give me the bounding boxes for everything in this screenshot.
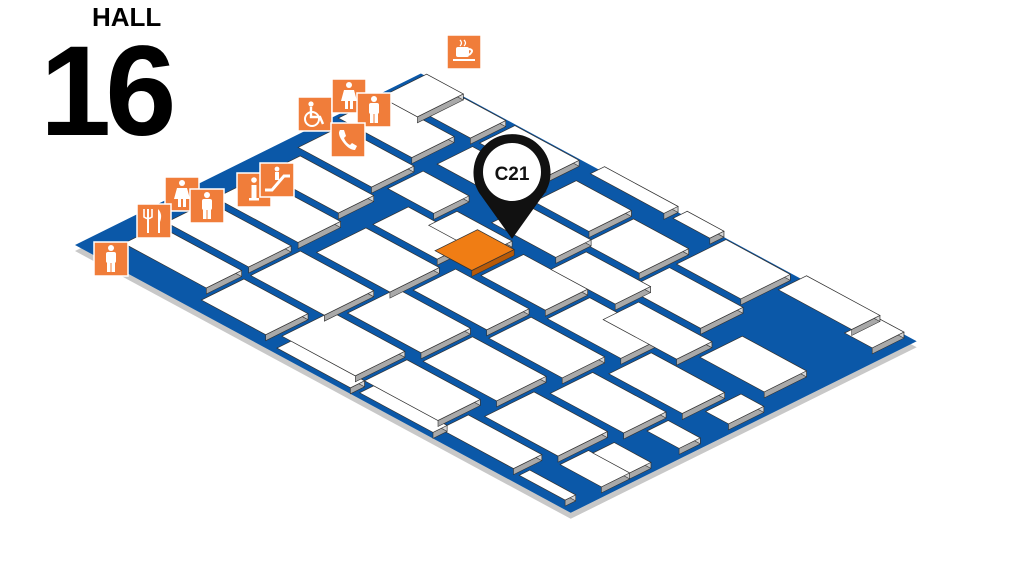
booth[interactable] [626,267,744,335]
booth[interactable] [533,180,633,238]
booth[interactable] [480,253,589,317]
booth[interactable] [439,414,543,476]
booth[interactable] [608,352,726,420]
booth[interactable] [583,218,690,280]
booth[interactable] [672,210,725,245]
booth[interactable] [675,239,792,306]
booth[interactable] [422,336,547,408]
booth[interactable] [358,385,448,439]
booth[interactable] [488,316,606,385]
booth[interactable] [602,301,713,366]
booth[interactable] [483,391,609,463]
marker-booth-label: C21 [495,164,530,185]
telephone-icon[interactable] [330,122,366,158]
escalator-icon[interactable] [259,162,295,198]
booth[interactable] [550,251,652,311]
booth[interactable] [379,73,465,124]
hall-number: 16 [40,20,176,163]
booth[interactable] [412,268,530,337]
mens-restroom-icon[interactable] [356,92,392,128]
booth[interactable] [276,340,366,395]
booth[interactable] [363,359,482,427]
wheelchair-icon[interactable] [297,96,333,132]
booth[interactable] [200,278,309,342]
booth[interactable] [704,393,765,431]
booth-c21-highlight[interactable] [434,229,516,277]
booth[interactable] [549,371,667,440]
booth[interactable] [592,441,652,480]
booth[interactable] [518,469,577,507]
booth[interactable] [777,275,881,336]
mens-restroom-icon[interactable] [189,188,225,224]
booth[interactable] [250,250,375,322]
location-pin-icon[interactable]: C21 [473,134,551,239]
booth[interactable] [346,288,472,360]
mens-restroom-icon[interactable] [93,241,129,277]
booth[interactable] [387,170,470,220]
booth[interactable] [122,225,243,295]
booth[interactable] [843,316,905,355]
booth[interactable] [646,419,702,455]
booth[interactable] [428,97,507,145]
restaurant-icon[interactable] [136,203,172,239]
booth[interactable] [281,311,406,383]
coffee-icon[interactable] [446,34,482,70]
booth[interactable] [315,227,441,299]
booth[interactable] [589,166,679,220]
booth[interactable] [699,335,808,399]
hall-label: HALL [92,2,162,32]
